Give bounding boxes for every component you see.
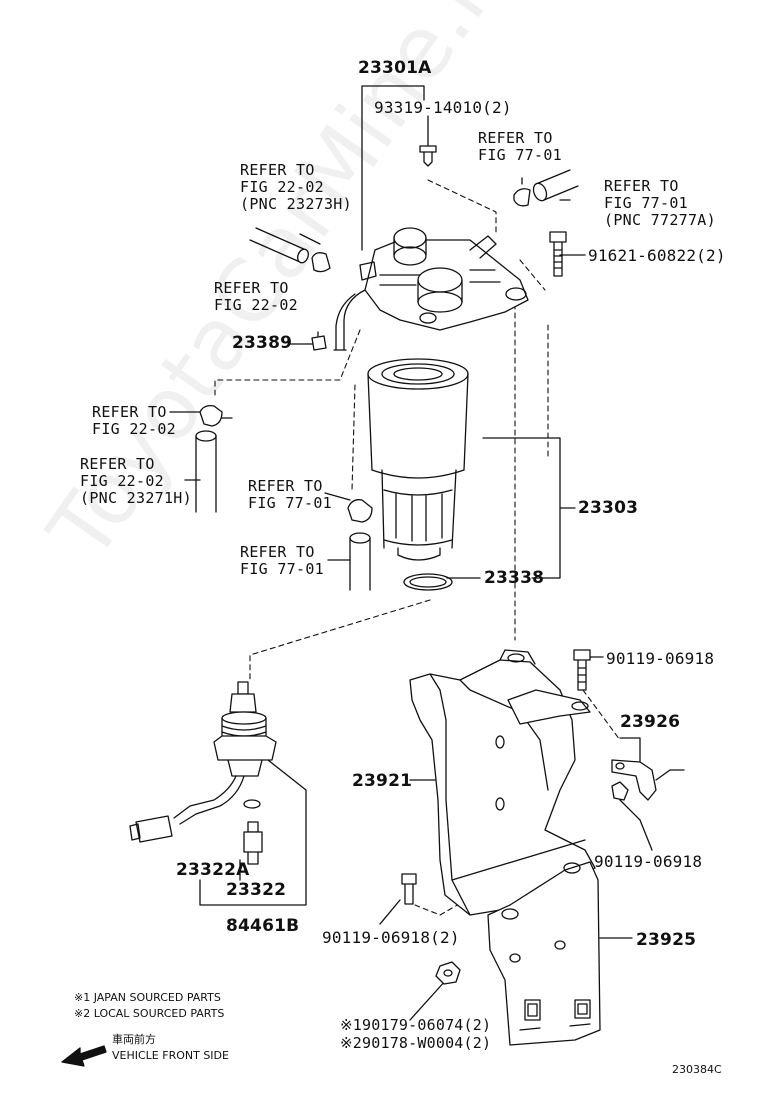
part-23389[interactable]: 23389 xyxy=(232,333,293,353)
refer-line1: REFER TO xyxy=(92,403,167,421)
part-23925[interactable]: 23925 xyxy=(636,930,697,950)
refer-fig-22-02-pnc-23271H[interactable]: REFER TO FIG 22-02 (PNC 23271H) xyxy=(80,456,192,507)
part-23338[interactable]: 23338 xyxy=(484,568,545,588)
front-direction-arrow xyxy=(61,1045,107,1067)
bracket-23921 xyxy=(409,649,596,916)
part-90179-06074[interactable]: ※190179-06074(2) xyxy=(340,1016,492,1034)
refer-line1: REFER TO xyxy=(240,161,315,179)
hose-23271H xyxy=(195,404,233,513)
part-23322A[interactable]: 23322A xyxy=(176,860,250,880)
nut-90179 xyxy=(435,961,461,985)
refer-line2: FIG 77-01 xyxy=(248,494,332,512)
refer-line2: FIG 77-01 xyxy=(478,146,562,164)
bolt-90119-left xyxy=(401,873,417,905)
part-91621-60822[interactable]: 91621-60822(2) xyxy=(588,246,726,265)
gasket-23338 xyxy=(403,573,453,591)
leader-lines xyxy=(169,85,653,1021)
part-90119-06918-2[interactable]: 90119-06918(2) xyxy=(322,928,460,947)
bolt-90119-top xyxy=(573,649,591,691)
hose-fig-77-01-lower xyxy=(347,499,373,591)
part-23301A[interactable]: 23301A xyxy=(358,58,432,78)
hose-23273H xyxy=(249,227,331,273)
refer-line2: FIG 77-01 xyxy=(604,194,688,212)
refer-line1: REFER TO xyxy=(248,477,323,495)
part-93319-14010[interactable]: 93319-14010(2) xyxy=(374,98,512,117)
screw-93319 xyxy=(419,145,437,167)
refer-fig-77-01-pnc[interactable]: REFER TO FIG 77-01 (PNC 77277A) xyxy=(604,178,716,229)
refer-line3: (PNC 23271H) xyxy=(80,489,192,507)
part-23926[interactable]: 23926 xyxy=(620,712,681,732)
part-90119-06918-top[interactable]: 90119-06918 xyxy=(606,649,715,668)
refer-line3: (PNC 77277A) xyxy=(604,211,716,229)
filter-element-23303 xyxy=(367,358,469,561)
part-90178-W0004[interactable]: ※290178-W0004(2) xyxy=(340,1034,492,1052)
refer-line2: FIG 22-02 xyxy=(92,420,176,438)
front-label-jp: 車両前方 xyxy=(112,1033,156,1046)
plug-23322 xyxy=(243,821,263,865)
refer-line1: REFER TO xyxy=(478,129,553,147)
note-local-sourced: ※2 LOCAL SOURCED PARTS xyxy=(74,1007,225,1020)
refer-line1: REFER TO xyxy=(240,543,315,561)
refer-line1: REFER TO xyxy=(214,279,289,297)
refer-line2: FIG 77-01 xyxy=(240,560,324,578)
bolt-90119-right xyxy=(611,781,629,801)
bolt-91621 xyxy=(549,231,567,277)
part-23322[interactable]: 23322 xyxy=(226,880,287,900)
sensor-84461B xyxy=(129,681,277,843)
refer-line3: (PNC 23273H) xyxy=(240,195,352,213)
refer-fig-22-02-mid[interactable]: REFER TO FIG 22-02 xyxy=(214,280,298,314)
refer-fig-77-01-top[interactable]: REFER TO FIG 77-01 xyxy=(478,130,562,164)
refer-line1: REFER TO xyxy=(80,455,155,473)
refer-line1: REFER TO xyxy=(604,177,679,195)
hose-77277A xyxy=(513,169,579,207)
o-ring-23322A xyxy=(243,799,261,809)
note-japan-sourced: ※1 JAPAN SOURCED PARTS xyxy=(74,991,221,1004)
refer-line2: FIG 22-02 xyxy=(80,472,164,490)
bracket-23926 xyxy=(611,759,685,801)
refer-fig-77-01-mid[interactable]: REFER TO FIG 77-01 xyxy=(248,478,332,512)
refer-line2: FIG 22-02 xyxy=(214,296,298,314)
filter-head-23301A xyxy=(333,227,529,351)
refer-fig-77-01-lower[interactable]: REFER TO FIG 77-01 xyxy=(240,544,324,578)
part-23921[interactable]: 23921 xyxy=(352,771,413,791)
part-23303[interactable]: 23303 xyxy=(578,498,639,518)
part-84461B[interactable]: 84461B xyxy=(226,916,300,936)
refer-fig-22-02-pnc-23273H[interactable]: REFER TO FIG 22-02 (PNC 23273H) xyxy=(240,162,352,213)
diagram-id: 230384C xyxy=(672,1063,722,1076)
part-90119-06918-right[interactable]: 90119-06918 xyxy=(594,852,703,871)
refer-line2: FIG 22-02 xyxy=(240,178,324,196)
refer-fig-22-02-left[interactable]: REFER TO FIG 22-02 xyxy=(92,404,176,438)
bracket-23925 xyxy=(487,861,601,1046)
clip-23389 xyxy=(311,331,327,351)
front-label-en: VEHICLE FRONT SIDE xyxy=(112,1049,229,1062)
